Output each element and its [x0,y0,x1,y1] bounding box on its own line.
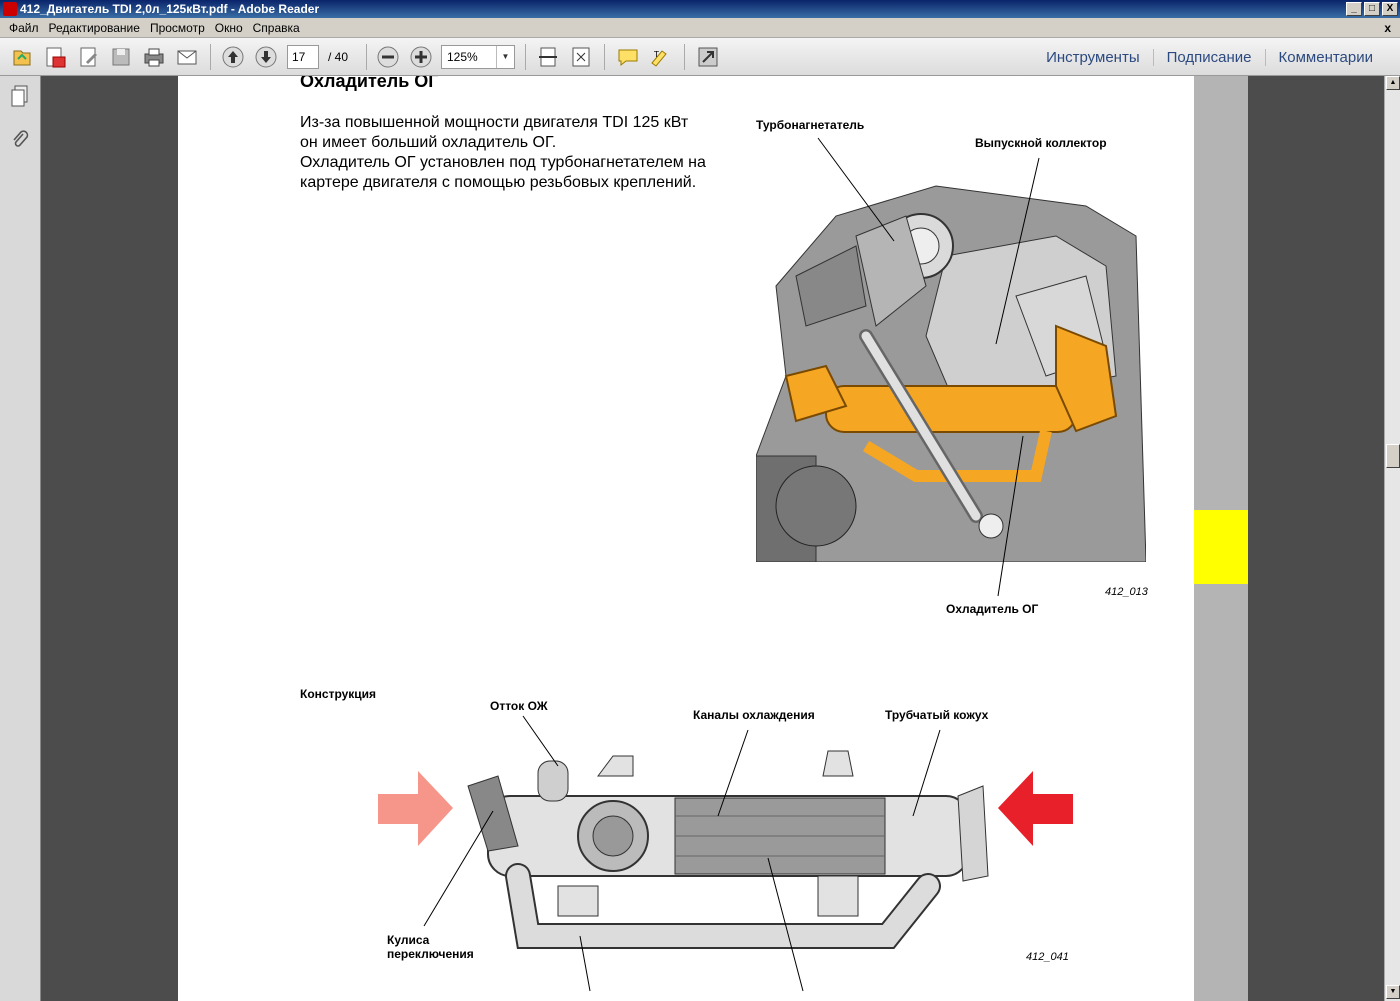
tools-link[interactable]: Инструменты [1046,48,1140,66]
highlight-marker[interactable] [1194,510,1248,584]
menu-help[interactable]: Справка [252,21,300,35]
figure-code: 412_013 [1105,586,1148,598]
intro-line: Из-за повышенной мощности двигателя TDI … [300,114,689,131]
panel-links: Инструменты Подписание Комментарии [1033,38,1386,76]
label-tube-jacket: Трубчатый кожух [885,708,989,722]
zoom-in-icon[interactable] [409,45,433,69]
menu-bar: Файл Редактирование Просмотр Окно Справк… [0,18,1400,38]
scrollbar-thumb[interactable] [1386,444,1400,468]
fullscreen-icon[interactable] [696,45,720,69]
figure2-leader-lines [423,715,941,992]
fit-page-icon[interactable] [569,45,593,69]
email-icon[interactable] [175,45,199,69]
menu-view[interactable]: Просмотр [149,21,205,35]
page-count: / 40 [328,50,349,64]
figure-leader-lines [817,137,1040,597]
highlight-icon[interactable]: T [648,45,672,69]
label-exhaust-manifold: Выпускной коллектор [975,136,1107,150]
sign-link[interactable]: Подписание [1152,48,1265,66]
menu-window[interactable]: Окно [214,21,243,35]
title-bar: 412_Двигатель TDI 2,0л_125кВт.pdf - Adob… [0,0,1400,18]
zoom-select[interactable]: 125% ▼ [441,45,515,69]
doc-close-button[interactable]: x [1384,21,1391,35]
page-heading: Охладитель ОГ [300,76,439,91]
next-page-icon[interactable] [254,45,278,69]
navigation-panel [0,76,41,1001]
toolbar-separator [525,44,526,70]
close-button[interactable]: X [1382,2,1398,16]
print-icon[interactable] [142,45,166,69]
toolbar-separator [604,44,605,70]
intro-paragraph: Из-за повышенной мощности двигателя TDI … [300,113,720,193]
pdf-page: Охладитель ОГ Из-за повышенной мощности … [178,76,1194,1001]
label-turbocharger: Турбонагнетатель [756,118,865,132]
intro-line: Охладитель ОГ установлен под турбонагнет… [300,154,706,171]
label-coolant-outflow: Отток ОЖ [490,699,548,713]
comments-link[interactable]: Комментарии [1264,48,1386,66]
intro-line: он имеет больший охладитель ОГ. [300,134,557,151]
create-pdf-icon[interactable] [43,45,67,69]
menu-file[interactable]: Файл [9,21,39,35]
zoom-value: 125% [447,50,478,64]
page-number-input[interactable]: 17 [287,45,319,69]
toolbar-separator [366,44,367,70]
scroll-up-icon[interactable]: ▲ [1386,76,1400,90]
save-icon[interactable] [109,45,133,69]
chevron-down-icon[interactable]: ▼ [496,46,514,68]
label-switching-flap: Кулиса переключения [387,933,474,961]
toolbar-separator [684,44,685,70]
open-file-icon[interactable] [10,45,34,69]
window-title: 412_Двигатель TDI 2,0л_125кВт.pdf - Adob… [20,2,320,16]
toolbar: T [0,38,1400,76]
annotation-strip [1194,76,1248,1001]
section-title: Конструкция [300,687,377,701]
label-switching-flap-line2: переключения [387,947,474,961]
pages-panel-icon[interactable] [8,84,32,108]
previous-page-icon[interactable] [221,45,245,69]
figure-code: 412_041 [1026,951,1069,963]
menu-edit[interactable]: Редактирование [48,21,140,35]
window-controls: _ □ X [1346,2,1398,16]
maximize-button[interactable]: □ [1364,2,1380,16]
attachments-paperclip-icon[interactable] [8,128,32,152]
label-cooling-channels: Каналы охлаждения [693,708,815,722]
egr-cooler-illustration [378,750,1073,949]
engine-illustration [756,176,1146,562]
minimize-button[interactable]: _ [1346,2,1362,16]
fit-width-icon[interactable] [536,45,560,69]
adobe-reader-icon [3,2,17,16]
zoom-out-icon[interactable] [376,45,400,69]
document-viewer[interactable]: Охладитель ОГ Из-за повышенной мощности … [41,76,1384,1001]
svg-text:T: T [653,50,659,59]
intro-line: картере двигателя с помощью резьбовых кр… [300,174,697,191]
label-switching-flap-line1: Кулиса [387,933,430,947]
label-egr-cooler: Охладитель ОГ [946,602,1039,616]
toolbar-separator [210,44,211,70]
vertical-scrollbar[interactable]: ▲ ▼ [1384,76,1400,1001]
scroll-down-icon[interactable]: ▼ [1386,985,1400,999]
edit-icon[interactable] [77,45,101,69]
comment-icon[interactable] [616,45,640,69]
